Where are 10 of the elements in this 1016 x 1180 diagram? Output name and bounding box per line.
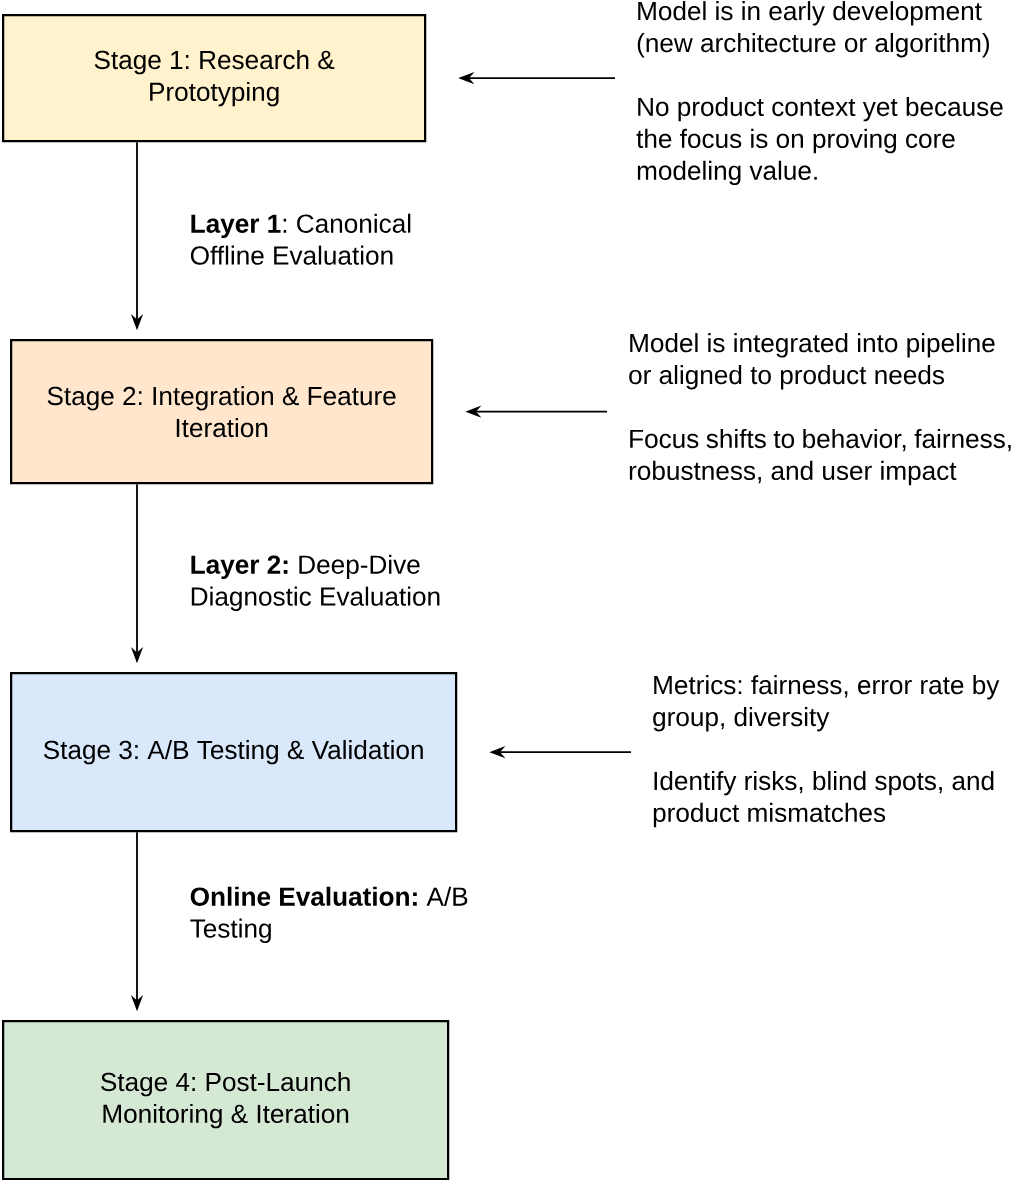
- process-box: Stage 1: Research & Prototyping: [2, 14, 427, 143]
- process-box: Stage 4: Post-Launch Monitoring & Iteration: [2, 1020, 450, 1180]
- note-text: Model is integrated into pipeline or aligned to product needs Focus shifts to behavior, fairness, robustness, and user impact: [629, 333, 1011, 486]
- process-box: Stage 3: A/B Testing & Validation: [10, 672, 458, 833]
- edge-label: Layer 1: Canonical Offline Evaluation: [190, 213, 411, 265]
- edge-label: Layer 2: Deep-Dive Diagnostic Evaluation: [191, 554, 440, 611]
- process-box: Stage 2: Integration & Feature Iteration: [10, 339, 434, 485]
- note-text: Model is in early development (new architecture or algorithm) No product context yet because the focus is on proving core modeling value.: [636, 1, 1003, 186]
- edge-label: Online Evaluation: A/B Testing: [190, 886, 468, 943]
- note-text: Metrics: fairness, error rate by group, diversity Identify risks, blind spots, and product mismatches: [653, 675, 1000, 828]
